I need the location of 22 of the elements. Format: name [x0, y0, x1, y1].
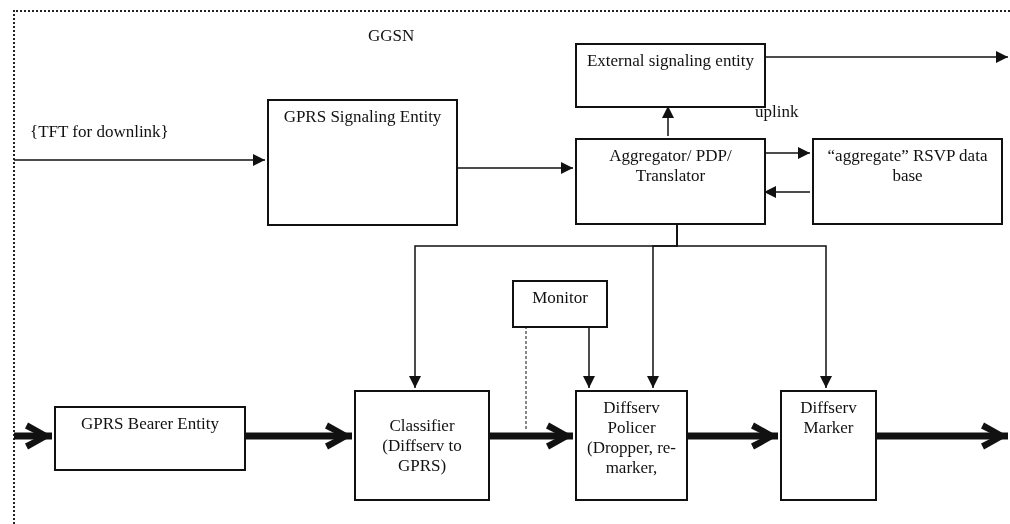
box-label: Aggregator/ PDP/ Translator	[608, 146, 733, 186]
box-label: Classifier (Diffserv to GPRS)	[381, 415, 463, 476]
box-label: GPRS Signaling Entity	[283, 107, 442, 127]
box-label: Diffserv Policer (Dropper, re-marker,	[586, 398, 677, 478]
edge-label: {TFT for downlink}	[28, 122, 171, 142]
process-box	[54, 406, 246, 471]
process-box	[780, 390, 877, 501]
boundary-title: GGSN	[368, 26, 415, 46]
arrow	[13, 154, 266, 166]
box-label: Diffserv Marker	[799, 398, 858, 438]
process-box	[267, 99, 458, 226]
box-label: External signaling entity	[586, 51, 755, 71]
process-box	[512, 280, 608, 328]
process-box	[575, 390, 688, 501]
process-box	[354, 390, 490, 501]
box-label: Monitor	[532, 288, 588, 308]
flow-note: uplink	[755, 102, 799, 122]
process-box	[812, 138, 1003, 225]
box-label: “aggregate” RSVP data base	[826, 146, 989, 186]
process-box	[575, 138, 766, 225]
node-boundary	[13, 10, 1010, 524]
box-label: GPRS Bearer Entity	[81, 414, 219, 434]
